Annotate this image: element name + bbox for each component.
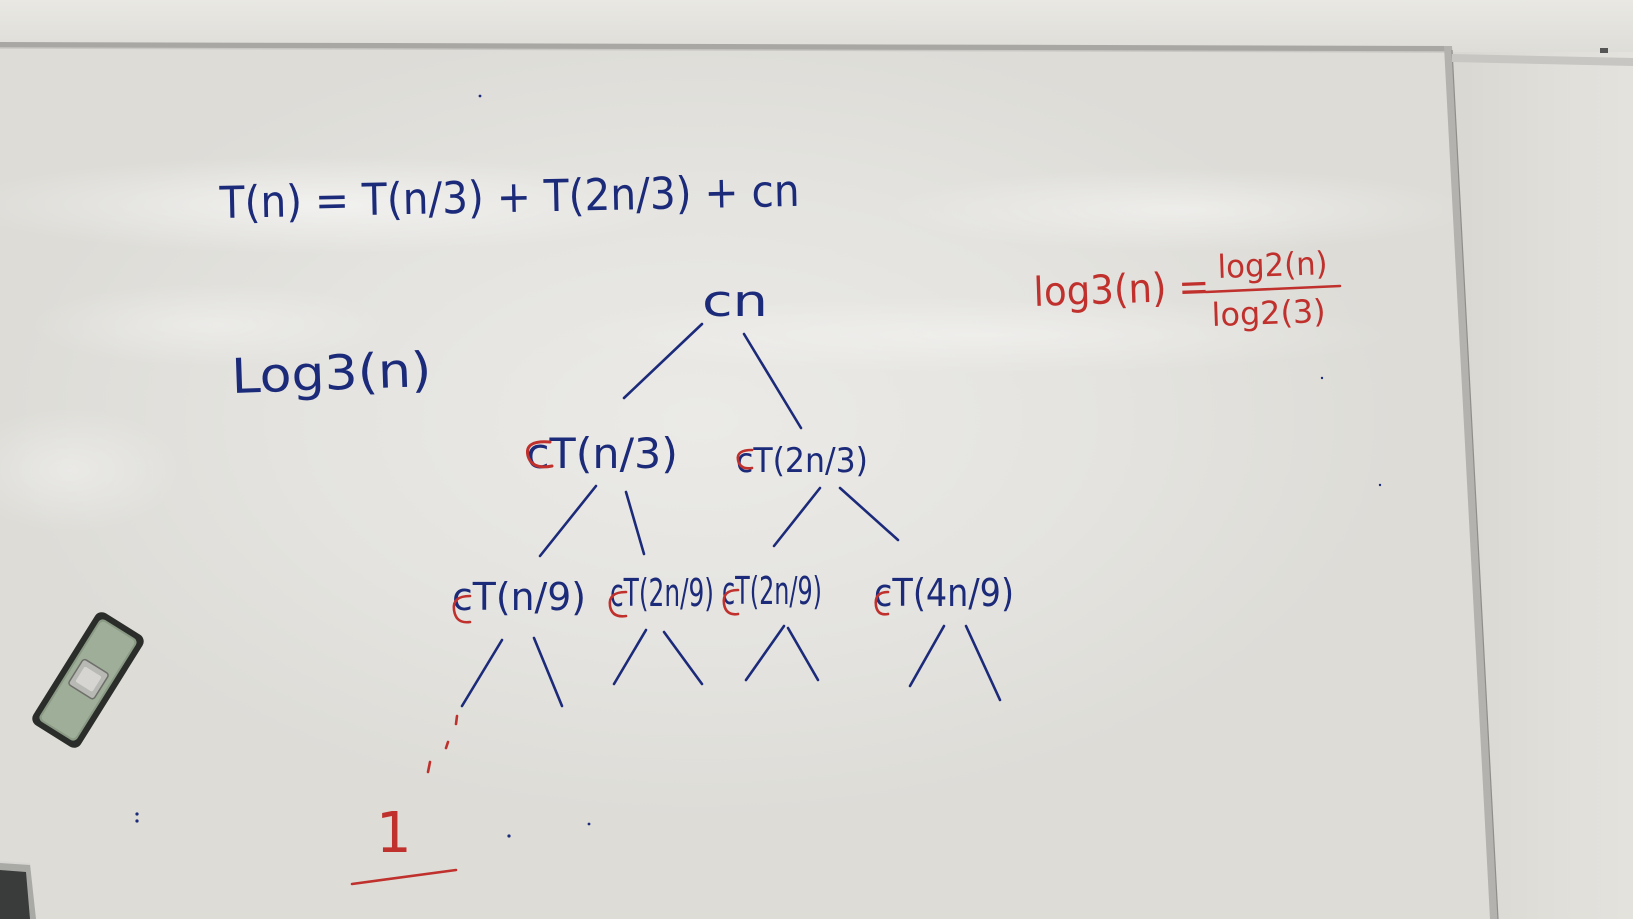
tree-edge xyxy=(744,624,786,682)
recurrence-text: T(n) = T(n/3) + T(2n/3) + cn xyxy=(218,166,800,229)
tree-edge xyxy=(612,628,648,686)
tree-node-n-3: cT(n/3) xyxy=(526,429,678,478)
change-of-base-denominator: log2(3) xyxy=(1211,292,1326,334)
tree-node-n-9: cT(n/9) xyxy=(452,575,586,619)
tree-edge xyxy=(460,638,504,708)
tree-node-4n-9: cT(4n/9) xyxy=(874,571,1014,615)
tree-edge xyxy=(662,630,704,686)
change-of-base-numerator: log2(n) xyxy=(1217,244,1328,286)
tree-edge xyxy=(772,486,822,548)
tree-edge xyxy=(624,490,646,556)
board-specks xyxy=(135,94,1382,838)
tree-edge xyxy=(532,636,564,708)
tree-leaf: 1 xyxy=(350,801,458,886)
tree-edge xyxy=(622,322,704,400)
change-of-base-formula: log3(n) = log2(n) log2(3) xyxy=(1033,244,1342,334)
eraser xyxy=(32,612,144,748)
tree-edge xyxy=(964,624,1002,702)
depth-annotation: Log3(n) xyxy=(230,342,432,405)
tree-edge xyxy=(838,486,900,542)
tree-node-2n-9-a: cT(2n/9) xyxy=(610,571,714,615)
tree-root: cn xyxy=(702,276,768,327)
tree-edge xyxy=(786,626,820,682)
whiteboard-frame xyxy=(0,42,1633,919)
tree-level-1: cT(n/3) cT(2n/3) xyxy=(525,429,868,481)
change-of-base-lhs: log3(n) = xyxy=(1033,264,1210,316)
tree-level-2: cT(n/9) cT(2n/9) cT(2n/9) cT(4n/9) xyxy=(452,569,1014,624)
tree-node-2n-3: cT(2n/3) xyxy=(736,441,868,481)
tree-leaf-value: 1 xyxy=(376,801,412,866)
recurrence-equation: T(n) = T(n/3) + T(2n/3) + cn xyxy=(218,166,800,229)
tree-edge xyxy=(538,484,598,558)
tree-edge xyxy=(908,624,946,688)
depth-note-text: Log3(n) xyxy=(230,342,432,405)
continuation-dots xyxy=(426,714,459,774)
tree-edge xyxy=(742,332,803,430)
recursion-tree: cn cT(n/3) cT(2n/3) cT(n/9) cT(2n/9) c xyxy=(350,276,1014,886)
